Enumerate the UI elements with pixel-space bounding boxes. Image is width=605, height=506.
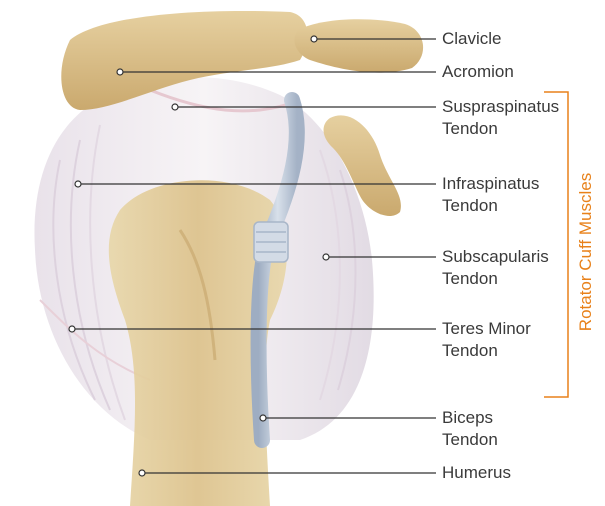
- supraspinatus-label: Suspraspinatus Tendon: [442, 96, 559, 140]
- infraspinatus-label: Infraspinatus Tendon: [442, 173, 539, 217]
- clavicle-bone: [294, 19, 423, 72]
- biceps-label: Biceps Tendon: [442, 407, 498, 451]
- acromion-label: Acromion: [442, 61, 514, 83]
- humerus-label: Humerus: [442, 462, 511, 484]
- teres-minor-label: Teres Minor Tendon: [442, 318, 531, 362]
- subscapularis-label: Subscapularis Tendon: [442, 246, 549, 290]
- rotator-cuff-muscles-label: Rotator Cuff Muscles: [576, 173, 596, 331]
- clavicle-label: Clavicle: [442, 28, 502, 50]
